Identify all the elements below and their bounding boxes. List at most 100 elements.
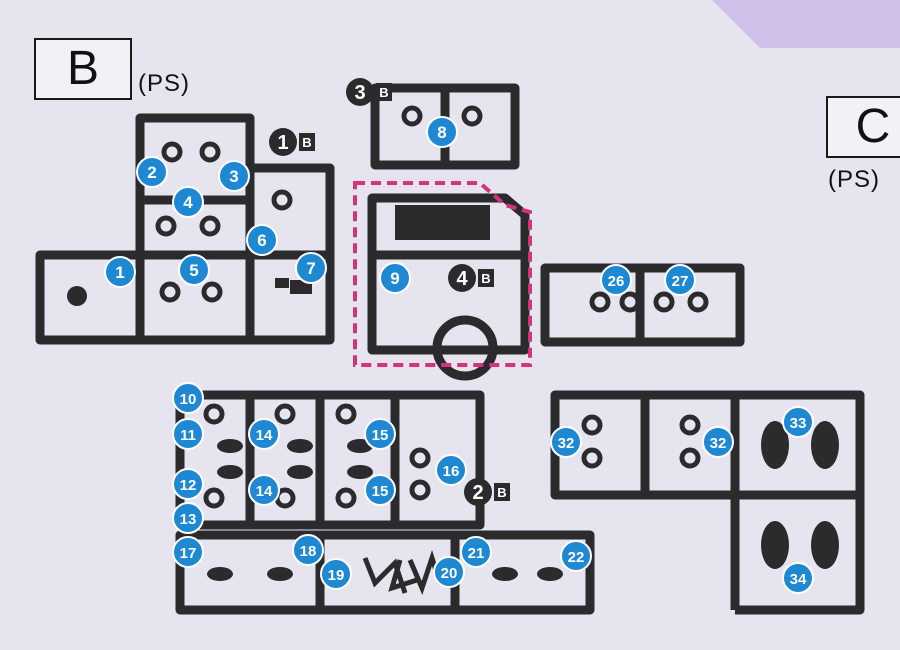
part-ring [335,403,357,425]
part-ring [155,215,177,237]
callout-circle [172,418,204,450]
part-knob [267,567,293,581]
runner-b-material: (PS) [138,70,190,97]
sprue-frames [35,83,865,615]
part-ring [199,141,221,163]
part-pieces [67,105,839,596]
part-ring [461,105,483,127]
part-pad [811,421,839,469]
callout-circle [172,468,204,500]
callout-circle [246,224,278,256]
part-ring [409,479,431,501]
runner-c-material: (PS) [828,166,880,193]
callout-circle [178,254,210,286]
part-callout-19: 19 [320,558,352,590]
part-pad [761,421,789,469]
callout-number: 3 [229,167,238,186]
callout-circle [364,418,396,450]
callout-circle [435,454,467,486]
part-callout-27: 27 [664,264,696,296]
part-knob [537,567,563,581]
callout-number: 16 [443,463,460,480]
part-ring [679,414,701,436]
callout-number: 33 [790,415,807,432]
callout-circle [782,562,814,594]
part-callout-3: 3 [218,160,250,192]
part-knob [347,465,373,479]
callout-number: 8 [437,123,446,142]
part-ring [679,447,701,469]
callout-circle [560,540,592,572]
part-knob [207,567,233,581]
callout-circle [364,474,396,506]
runner-c-box: C [826,96,900,158]
part-ring [653,291,675,313]
part-ring [581,447,603,469]
callout-circle [320,558,352,590]
part-callout-32: 32 [550,426,582,458]
section-number: 1 [277,132,288,154]
part-callout-1: 1 [104,256,136,288]
section-number-badge [448,264,476,292]
part-callout-7: 7 [295,252,327,284]
part-pad [811,521,839,569]
callout-number: 34 [790,571,807,588]
section-b-badge [376,83,392,101]
runner-b-letter: B [66,42,99,95]
part-callout-5: 5 [178,254,210,286]
accent-band [712,0,900,48]
part-knob [287,439,313,453]
section-number: 2 [472,482,483,504]
callout-number: 14 [256,483,273,500]
section-b-letter: B [302,135,311,150]
section-number: 3 [354,82,365,104]
section-b-badge [299,133,315,151]
section-number-badge [269,128,297,156]
callout-number: 9 [390,269,399,288]
part-callout-21: 21 [460,536,492,568]
callout-circle [379,262,411,294]
part-knob [217,439,243,453]
hand-part-left [362,557,418,594]
part-callout-10: 10 [172,382,204,414]
part-ring [201,281,223,303]
part-ring [401,105,423,127]
callout-number: 4 [183,193,193,212]
part-callout-14: 14 [248,418,280,450]
part-callout-15: 15 [364,474,396,506]
callout-circle [782,406,814,438]
part-ring [203,487,225,509]
section-b-letter: B [481,271,490,286]
part-ring [581,414,603,436]
callout-circle [104,256,136,288]
callout-circle [248,418,280,450]
callout-number: 12 [180,477,197,494]
part-callout-4: 4 [172,186,204,218]
callout-number: 13 [180,511,197,528]
part-ring [619,291,641,313]
callout-circle [295,252,327,284]
part-ring [409,447,431,469]
part-knob [217,465,243,479]
callout-circle [550,426,582,458]
runner-b-box: B [34,38,132,100]
part-callout-18: 18 [292,534,324,566]
part-knob [492,567,518,581]
section-b-letter: B [379,85,388,100]
callout-number: 20 [441,565,458,582]
section-b-letter: B [497,485,506,500]
callout-number: 22 [568,549,585,566]
highlight-box [353,181,532,367]
callout-number: 6 [257,231,266,250]
callout-circle [702,426,734,458]
part-callout-33: 33 [782,406,814,438]
callout-circle [218,160,250,192]
callout-number: 17 [180,545,197,562]
callout-circle [172,186,204,218]
part-pad [761,521,789,569]
part-callout-6: 6 [246,224,278,256]
